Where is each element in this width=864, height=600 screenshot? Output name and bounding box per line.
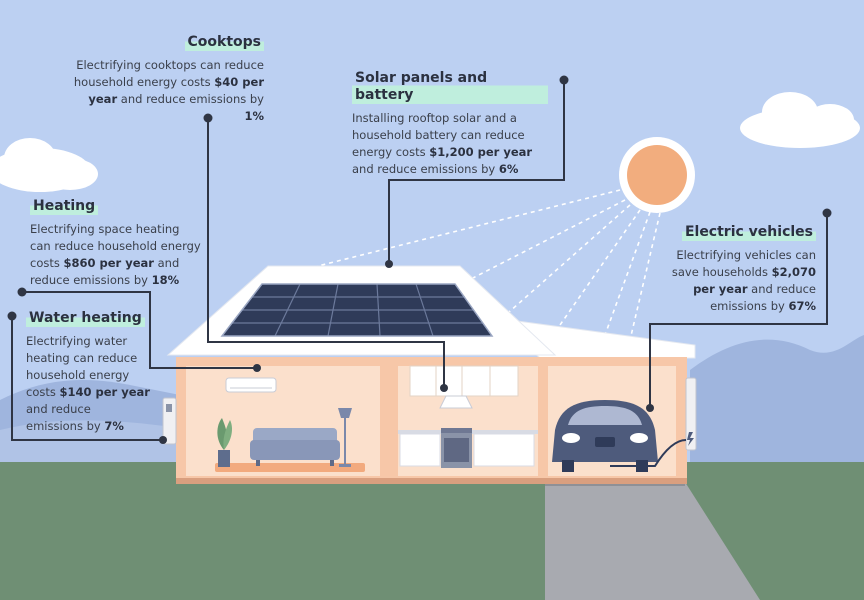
- callout-heating-text: Electrifying space heating can reduce ho…: [30, 222, 201, 287]
- callout-ev-text: Electrifying vehicles can save household…: [671, 248, 816, 313]
- callout-solar: Solar panels and battery Installing roof…: [352, 70, 548, 178]
- callout-solar-title: Solar panels and battery: [352, 70, 548, 104]
- cloud-right: [740, 92, 860, 148]
- electric-car: [552, 400, 658, 472]
- callout-heating-title: Heating: [30, 198, 99, 215]
- leader-lines: [11, 80, 828, 441]
- cloud-left: [0, 138, 98, 192]
- sofa: [250, 428, 340, 466]
- callout-cooktops-text: Electrifying cooktops can reduce househo…: [73, 58, 264, 123]
- callout-water-heating-title: Water heating: [26, 310, 145, 327]
- split-system-heater: [225, 377, 277, 393]
- kitchen-cabinets: [409, 365, 519, 397]
- callout-ev: Electric vehicles Electrifying vehicles …: [664, 224, 816, 315]
- leader-dots: [7, 75, 832, 444]
- background-hills-right: [690, 335, 864, 462]
- callout-water-heating: Water heating Electrifying water heating…: [26, 310, 150, 435]
- callout-ev-title: Electric vehicles: [681, 224, 816, 241]
- callout-cooktops: Cooktops Electrifying cooktops can reduc…: [66, 34, 264, 125]
- heat-pump-water-heater: [162, 397, 177, 445]
- rug: [215, 463, 365, 472]
- sun-rays: [309, 189, 661, 341]
- plant: [217, 418, 232, 467]
- callout-water-heating-text: Electrifying water heating can reduce ho…: [26, 334, 150, 433]
- solar-panels: [220, 283, 494, 337]
- ev-charger: [610, 377, 697, 467]
- driveway: [545, 482, 760, 600]
- range-hood: [439, 395, 473, 409]
- callout-solar-text: Installing rooftop solar and a household…: [352, 111, 533, 176]
- callout-cooktops-title: Cooktops: [184, 34, 264, 51]
- floor-lamp: [338, 408, 352, 467]
- callout-heating: Heating Electrifying space heating can r…: [30, 198, 202, 289]
- electric-cooktop-oven: [441, 428, 472, 468]
